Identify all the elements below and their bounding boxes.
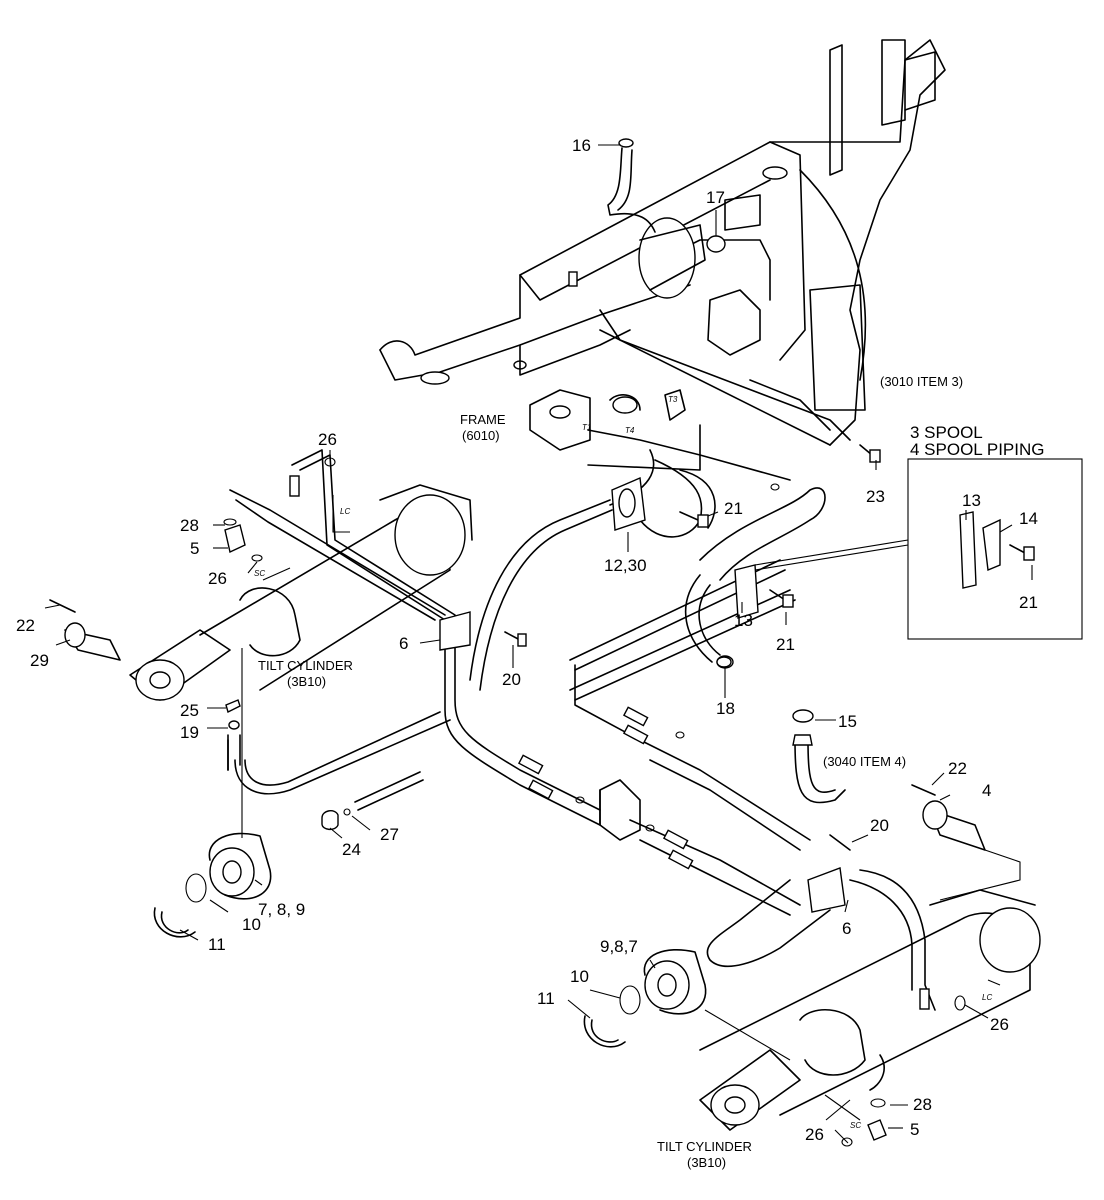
callout-5: 5 xyxy=(190,539,199,558)
tilt-cylinder-left xyxy=(64,484,473,938)
callout-22: 22 xyxy=(16,616,35,635)
spool-piping-detail xyxy=(754,458,1083,640)
callout-23: 23 xyxy=(866,487,885,506)
callout-27: 27 xyxy=(380,825,399,844)
tilt-cylinder-right-code: (3B10) xyxy=(687,1155,726,1170)
sc-label-left: SC xyxy=(254,569,265,578)
callout-20: 20 xyxy=(870,816,889,835)
item-3040-label: (3040 ITEM 4) xyxy=(823,754,906,769)
callout-29: 29 xyxy=(30,651,49,670)
sc-label-right: SC xyxy=(850,1121,861,1130)
lc-label-right: LC xyxy=(982,993,992,1002)
callout-19: 19 xyxy=(180,723,199,742)
port-t3-label: T3 xyxy=(668,395,678,404)
spool-4-piping-label: 4 SPOOL PIPING xyxy=(910,440,1044,459)
leader-lines xyxy=(44,144,1033,1144)
callout-21: 21 xyxy=(724,499,743,518)
callout-6: 6 xyxy=(842,919,851,938)
hydraulic-piping xyxy=(49,235,1001,1147)
callout-21: 21 xyxy=(1019,593,1038,612)
callout-11: 11 xyxy=(537,989,555,1008)
callout-17: 17 xyxy=(706,188,725,207)
callout-5: 5 xyxy=(910,1120,919,1139)
tilt-cylinder-left-label: TILT CYLINDER xyxy=(258,658,353,673)
callout-13: 13 xyxy=(734,611,753,630)
callout-9-8-7: 9,8,7 xyxy=(600,937,638,956)
spool-3-label: 3 SPOOL xyxy=(910,423,983,442)
callout-14: 14 xyxy=(1019,509,1038,528)
callout-26: 26 xyxy=(990,1015,1009,1034)
frame-label: FRAME xyxy=(460,412,506,427)
tilt-cylinder-left-code: (3B10) xyxy=(287,674,326,689)
item-3010-label: (3010 ITEM 3) xyxy=(880,374,963,389)
callout-26: 26 xyxy=(208,569,227,588)
callout-26: 26 xyxy=(805,1125,824,1144)
tilt-cylinder-right xyxy=(583,800,1041,1131)
callout-28: 28 xyxy=(913,1095,932,1114)
port-t1-label: T1 xyxy=(582,423,591,432)
callout-11: 11 xyxy=(208,935,226,954)
callout-15: 15 xyxy=(838,712,857,731)
callout-10: 10 xyxy=(570,967,589,986)
callout-21: 21 xyxy=(776,635,795,654)
tilt-cylinder-right-label: TILT CYLINDER xyxy=(657,1139,752,1154)
callout-13: 13 xyxy=(962,491,981,510)
callout-25: 25 xyxy=(180,701,199,720)
callout-24: 24 xyxy=(342,840,361,859)
callout-16: 16 xyxy=(572,136,591,155)
callout-26: 26 xyxy=(318,430,337,449)
callouts: 16 17 23 26 28 5 26 22 29 21 12,30 6 20 … xyxy=(16,136,1038,1144)
lc-label-left: LC xyxy=(340,507,350,516)
callout-18: 18 xyxy=(716,699,735,718)
callout-12-30: 12,30 xyxy=(604,556,647,575)
labels: FRAME (6010) (3010 ITEM 3) 3 SPOOL 4 SPO… xyxy=(254,374,1044,1170)
port-t4-label: T4 xyxy=(625,426,635,435)
callout-4: 4 xyxy=(982,781,991,800)
callout-22: 22 xyxy=(948,759,967,778)
frame-assembly xyxy=(379,39,946,481)
callout-28: 28 xyxy=(180,516,199,535)
callout-20: 20 xyxy=(502,670,521,689)
callout-7-8-9: 7, 8, 9 xyxy=(258,900,305,919)
callout-10: 10 xyxy=(242,915,261,934)
callout-6: 6 xyxy=(399,634,408,653)
frame-code-label: (6010) xyxy=(462,428,500,443)
